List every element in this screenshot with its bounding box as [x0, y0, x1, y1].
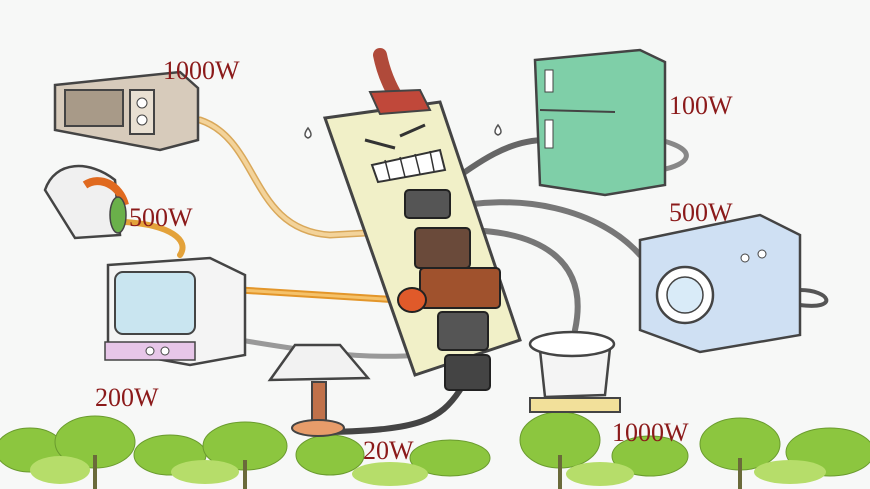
lamp-wattage-label: 20W: [363, 436, 414, 465]
iron-icon: [43, 164, 129, 240]
tv-icon: [104, 256, 247, 367]
fridge-wattage-label: 100W: [669, 91, 733, 120]
tree-icon: [0, 411, 870, 489]
microwave-wattage-label: 1000W: [163, 56, 240, 85]
washing-machine-icon: [638, 213, 802, 354]
fridge-icon: [533, 48, 667, 197]
microwave-icon: [53, 70, 200, 152]
washer-wattage-label: 500W: [669, 198, 733, 227]
lamp-icon: [267, 343, 371, 437]
iron-wattage-label: 500W: [129, 203, 193, 232]
power-strip-icon: [304, 88, 522, 391]
rice-cooker-icon: [528, 330, 621, 413]
cooker-wattage-label: 1000W: [612, 418, 689, 447]
tv-wattage-label: 200W: [95, 383, 159, 412]
